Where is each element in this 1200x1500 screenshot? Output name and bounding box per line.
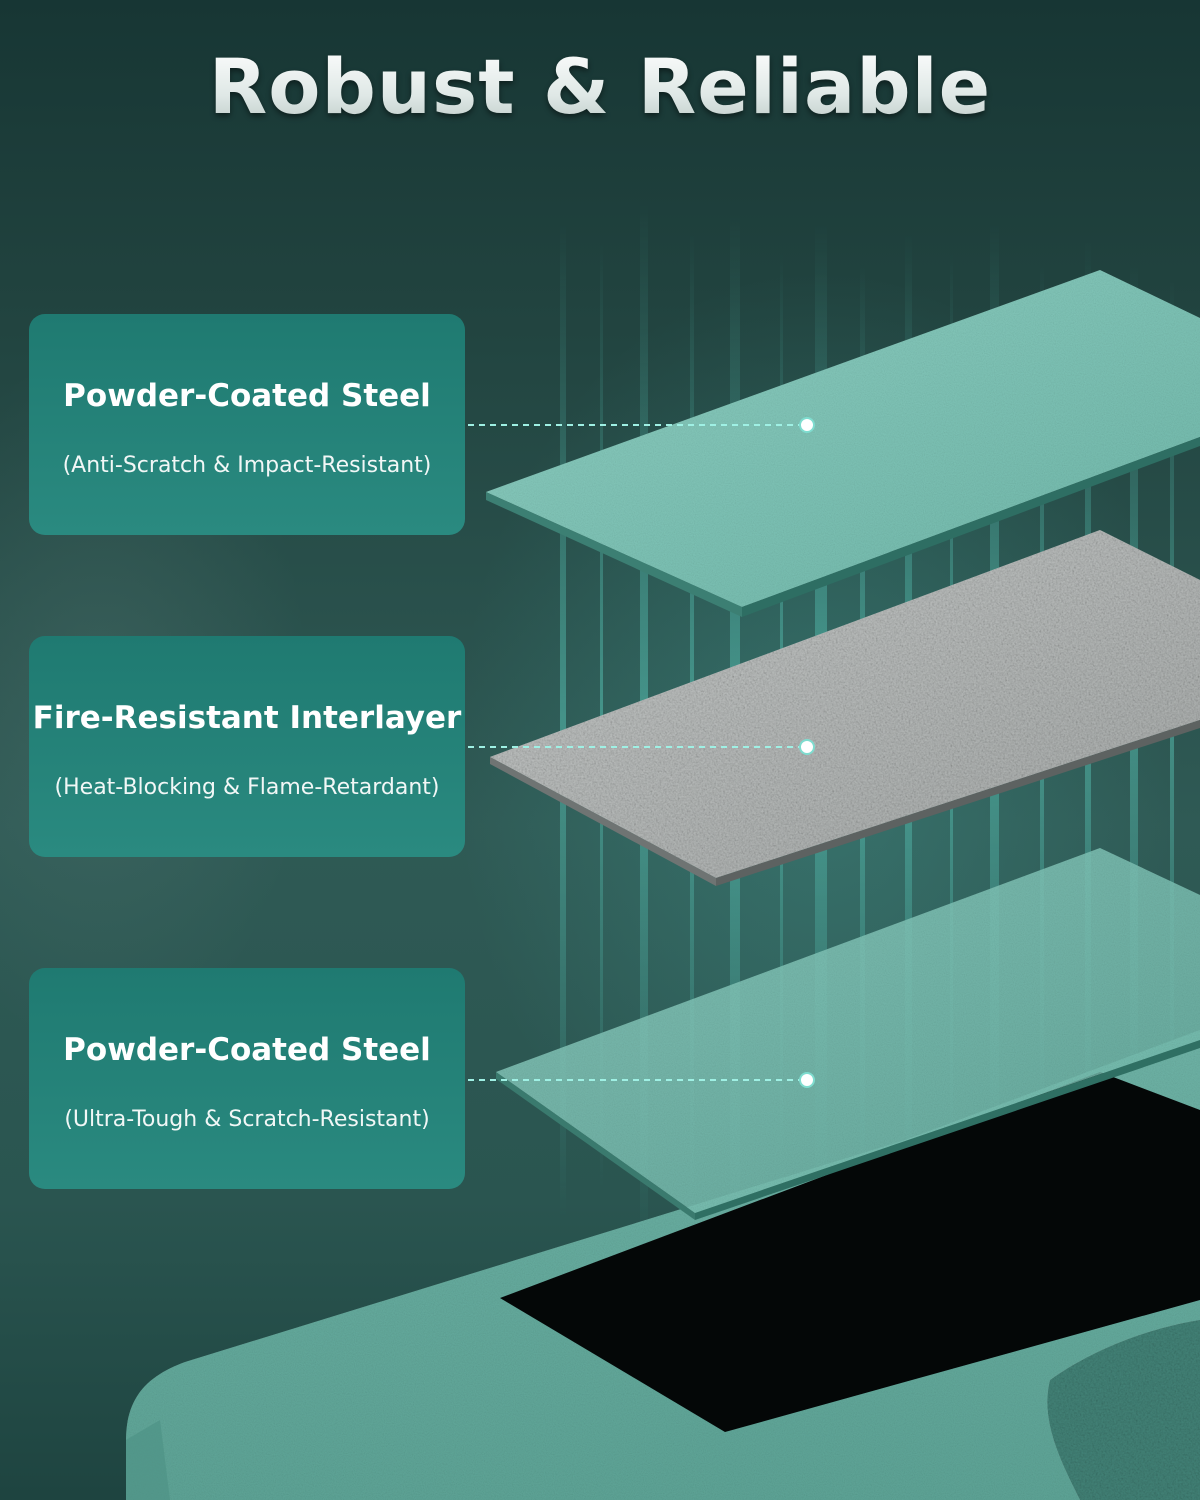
leader-dot-2	[799, 739, 815, 755]
layer-description: (Ultra-Tough & Scratch-Resistant)	[64, 1107, 430, 1132]
layer-name: Powder-Coated Steel	[63, 378, 431, 414]
layer-description: (Heat-Blocking & Flame-Retardant)	[54, 775, 440, 800]
leader-dots	[799, 417, 815, 1088]
top-steel-sheet	[486, 270, 1200, 617]
layer-name: Fire-Resistant Interlayer	[32, 700, 462, 736]
layer-card-top-steel: Powder-Coated Steel (Anti-Scratch & Impa…	[29, 314, 465, 535]
layer-card-interlayer: Fire-Resistant Interlayer (Heat-Blocking…	[29, 636, 465, 857]
leader-dot-1	[799, 417, 815, 433]
safe-body	[126, 1030, 1200, 1500]
layer-description: (Anti-Scratch & Impact-Resistant)	[62, 453, 432, 478]
bottom-steel-sheet	[496, 848, 1200, 1220]
leader-dot-3	[799, 1072, 815, 1088]
leader-lines	[468, 424, 800, 1081]
safe-opening	[500, 1072, 1200, 1432]
fire-resistant-sheet	[490, 530, 1200, 886]
page-title: Robust & Reliable	[0, 42, 1200, 131]
layer-card-bottom-steel: Powder-Coated Steel (Ultra-Tough & Scrat…	[29, 968, 465, 1189]
layer-name: Powder-Coated Steel	[63, 1032, 431, 1068]
